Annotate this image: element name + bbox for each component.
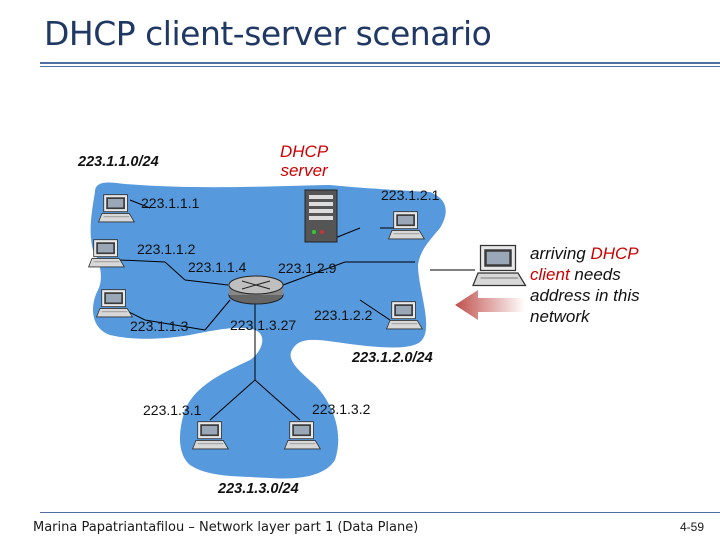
address-label-1-3-27: 223.1.3.27	[230, 317, 297, 333]
link-host-1-3-1	[209, 379, 256, 421]
address-label-1-1-1: 223.1.1.1	[141, 195, 200, 211]
title-rule-bottom	[40, 66, 720, 67]
arriving-arrow	[455, 290, 525, 320]
address-label-1-1-2: 223.1.1.2	[137, 241, 196, 257]
address-label-1-2-2: 223.1.2.2	[314, 307, 373, 323]
address-label-1-3-1: 223.1.3.1	[143, 402, 202, 418]
footer-author: Marina Papatriantafilou – Network layer …	[33, 520, 419, 535]
subnet-label-3: 223.1.3.0/24	[218, 481, 299, 497]
dhcp-server-label-line2: server	[280, 161, 328, 180]
dhcp-server-icon	[304, 189, 338, 243]
address-label-1-1-3: 223.1.1.3	[130, 318, 189, 334]
link-host-1-1-1	[129, 199, 151, 209]
arriving-client-note: arriving DHCP client needs address in th…	[530, 243, 680, 327]
note-part2: needs address in this network	[530, 265, 640, 326]
subnet-blob	[90, 182, 446, 479]
dhcp-server-label: DHCP server	[280, 142, 328, 180]
links	[119, 199, 475, 421]
dhcp-server-label-line1: DHCP	[280, 142, 329, 161]
link-router-1-2-9	[282, 261, 346, 286]
note-part1: arriving	[530, 244, 591, 263]
title-rule-top	[40, 62, 720, 64]
arriving-client-laptop	[472, 244, 527, 287]
note-highlight: DHCP client	[530, 244, 639, 284]
subnet-label-2: 223.1.2.0/24	[352, 350, 433, 366]
link-host-1-2-2	[359, 299, 391, 321]
link-host-1-3-2	[254, 379, 301, 421]
footer-rule	[40, 512, 720, 513]
link-host-1-1-2	[119, 259, 166, 263]
router-icon	[228, 275, 284, 305]
address-label-1-1-4: 223.1.1.4	[188, 259, 247, 275]
link-router-1-1-4	[184, 279, 229, 286]
subnet-label-1: 223.1.1.0/24	[78, 154, 159, 170]
address-label-1-2-1: 223.1.2.1	[381, 187, 440, 203]
slide-number: 4-59	[680, 520, 705, 534]
slide-title: DHCP client-server scenario	[44, 14, 492, 53]
address-label-1-2-9: 223.1.2.9	[278, 260, 337, 276]
address-label-1-3-2: 223.1.3.2	[312, 401, 371, 417]
